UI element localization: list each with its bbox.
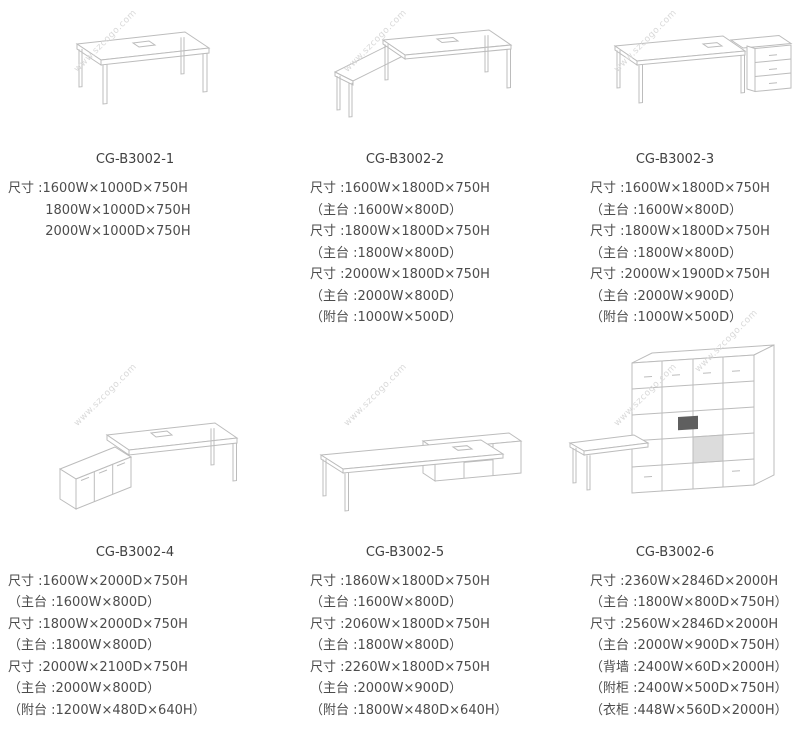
spec-line: 尺寸 :2000W×2100D×750H — [8, 659, 188, 675]
product-model-3: CG-B3002-3 — [635, 152, 715, 167]
spec-line: 尺寸 :1600W×1000D×750H — [8, 181, 188, 196]
spec-line: （附柜 :2400W×500D×750H） — [590, 681, 788, 696]
spec-line: 尺寸 :1800W×1800D×750H — [590, 224, 770, 239]
spec-line: 尺寸 :1800W×2000D×750H — [8, 616, 188, 632]
catalog-page: www.szcogo.com CG-B3002-1 尺寸 :1600W×1000… — [0, 4, 810, 722]
spec-line: 2000W×1000D×750H — [8, 224, 191, 239]
spec-line: （背墙 :2400W×60D×2000H） — [590, 659, 788, 675]
spec-line: （主台 :2000W×800D） — [310, 288, 463, 304]
desk-side-cabinet-drawing-icon — [58, 421, 239, 510]
spec-line: （衣柜 :448W×560D×2000H） — [590, 702, 788, 718]
product-specs-6: 尺寸 :2360W×2846D×2000H （主台 :1800W×800D×750… — [540, 571, 810, 722]
spec-line: （主台 :1600W×800D） — [8, 595, 161, 610]
l-desk-pedestal-drawing-icon — [613, 34, 793, 104]
spec-line: （主台 :1800W×800D×750H） — [590, 595, 788, 610]
product-figure-5: www.szcogo.com — [270, 329, 540, 537]
spec-line: （主台 :1600W×800D） — [310, 595, 463, 610]
spec-line: （主台 :1800W×800D） — [310, 245, 463, 261]
spec-line: （主台 :1600W×800D） — [310, 202, 463, 218]
spec-line: （主台 :1800W×800D） — [310, 638, 463, 653]
product-model-2: CG-B3002-2 — [365, 152, 445, 167]
spec-line: （主台 :1800W×800D） — [590, 245, 743, 261]
spec-line: 尺寸 :1800W×1800D×750H — [310, 224, 490, 239]
l-desk-drawing-icon — [333, 29, 513, 118]
product-figure-4: www.szcogo.com — [0, 329, 270, 537]
spec-line: （主台 :2000W×900D） — [590, 288, 743, 304]
spec-line: （附台 :1800W×480D×640H） — [310, 702, 508, 718]
desk-drawing-icon — [75, 31, 211, 105]
spec-line: （附台 :1000W×500D） — [590, 310, 743, 325]
spec-line: 尺寸 :2000W×1800D×750H — [310, 267, 490, 282]
spec-line: （附台 :1000W×500D） — [310, 310, 463, 325]
product-model-6: CG-B3002-6 — [635, 544, 715, 560]
product-figure-6: www.szcogo.com www.szcogo.com — [540, 308, 810, 537]
spec-line: （附台 :1200W×480D×640H） — [8, 702, 206, 718]
spec-line: （主台 :2000W×900D×750H） — [590, 638, 788, 653]
spec-line: 尺寸 :1860W×1800D×750H — [310, 573, 490, 589]
product-model-1: CG-B3002-1 — [95, 152, 175, 167]
product-specs-3: 尺寸 :1600W×1800D×750H （主台 :1600W×800D） 尺寸 :… — [540, 178, 810, 329]
spec-line: 尺寸 :1600W×2000D×750H — [8, 573, 188, 589]
product-figure-2: www.szcogo.com — [270, 4, 540, 144]
spec-line: （主台 :1800W×800D） — [8, 638, 161, 653]
spec-line: 尺寸 :2260W×1800D×750H — [310, 659, 490, 675]
product-specs-5: 尺寸 :1860W×1800D×750H （主台 :1600W×800D） 尺寸 :… — [270, 571, 540, 722]
product-card-4: www.szcogo.com CG-B3002-4 尺寸 :1600W×2000… — [0, 329, 270, 722]
spec-line: （主台 :2000W×800D） — [8, 681, 161, 696]
desk-wall-unit-drawing-icon — [568, 343, 775, 494]
product-figure-1: www.szcogo.com — [0, 4, 270, 144]
spec-line: 尺寸 :2360W×2846D×2000H — [590, 573, 779, 589]
spec-line: 尺寸 :2000W×1900D×750H — [590, 267, 770, 282]
spec-line: （主台 :1600W×800D） — [590, 202, 743, 218]
spec-line: 尺寸 :1600W×1800D×750H — [590, 181, 770, 196]
desk-credenza-drawing-icon — [319, 431, 523, 512]
product-model-5: CG-B3002-5 — [365, 544, 445, 560]
product-specs-2: 尺寸 :1600W×1800D×750H （主台 :1600W×800D） 尺寸 :… — [270, 178, 540, 329]
spec-line: （主台 :2000W×900D） — [310, 681, 463, 696]
product-figure-3: www.szcogo.com — [540, 4, 810, 144]
product-card-3: www.szcogo.com CG-B3002-3 尺寸 :1600W×1800… — [540, 4, 810, 329]
product-card-6: www.szcogo.com www.szcogo.com CG-B3002-6… — [540, 308, 810, 722]
product-card-2: www.szcogo.com CG-B3002-2 尺寸 :1600W×1800… — [270, 4, 540, 329]
product-card-1: www.szcogo.com CG-B3002-1 尺寸 :1600W×1000… — [0, 4, 270, 329]
spec-line: 1800W×1000D×750H — [8, 202, 191, 218]
product-model-4: CG-B3002-4 — [95, 544, 175, 560]
product-specs-4: 尺寸 :1600W×2000D×750H （主台 :1600W×800D） 尺寸 :… — [0, 571, 270, 722]
product-specs-1: 尺寸 :1600W×1000D×750H 1800W×1000D×750H 20… — [0, 178, 270, 243]
spec-line: 尺寸 :2060W×1800D×750H — [310, 616, 490, 632]
spec-line: 尺寸 :2560W×2846D×2000H — [590, 616, 779, 632]
spec-line: 尺寸 :1600W×1800D×750H — [310, 181, 490, 196]
product-card-5: www.szcogo.com CG-B3002-5 尺寸 :1860W×1800… — [270, 329, 540, 722]
